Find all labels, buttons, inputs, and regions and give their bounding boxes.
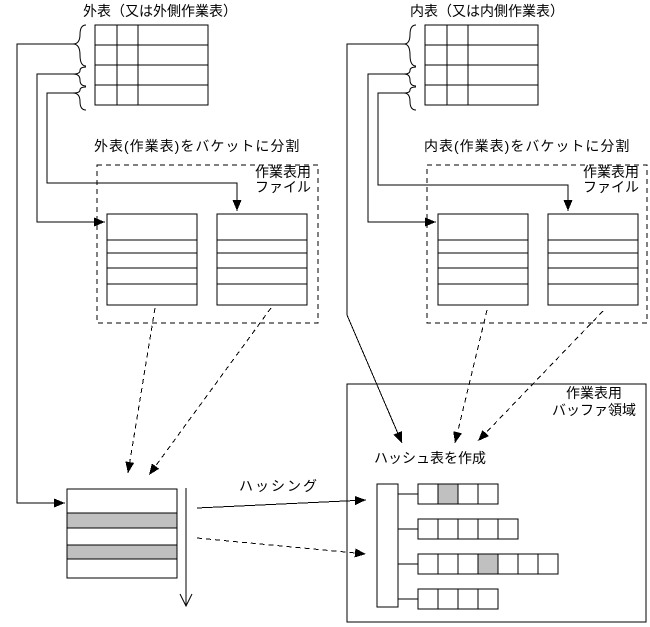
outer-bucket1-to-staging-arrow (16, 43, 73, 508)
inner-bucket2-to-file-arrow (367, 73, 436, 227)
staging-to-hash-dashed-arrow (196, 537, 367, 558)
outer-workfile-label-line2: ファイル (255, 179, 311, 195)
outer-table-braces (72, 24, 87, 111)
buffer-area-box (346, 383, 647, 623)
hash-create-label: ハッシュ表を作成 (374, 450, 486, 466)
hash-table (376, 483, 559, 610)
bucket-file-tables (106, 213, 639, 306)
inner-workfile-box (426, 164, 648, 324)
dashed-flows (125, 307, 604, 558)
outer-bucket3-to-file-arrow (46, 92, 242, 211)
staging-bucket-table (66, 488, 178, 579)
outer-workfile-label-line1: 作業表用 (255, 164, 311, 180)
outer-workfile-label: 作業表用 ファイル (238, 165, 311, 195)
buffer-area-label-line1: 作業表用 (566, 385, 622, 401)
inner-workfile-label-line2: ファイル (583, 179, 639, 195)
inner-table-braces (403, 24, 417, 111)
outer-table-title: 外表（又は外側作業表） (83, 3, 237, 19)
inner-bucket-routes (346, 43, 573, 444)
outer-split-label: 外表(作業表)をバケットに分割 (94, 138, 301, 154)
hashing-label: ハッシング (239, 478, 319, 494)
outer-file1-to-staging-dashed-arrow (125, 307, 156, 474)
hashing-arrow (196, 496, 367, 509)
inner-bucket1-to-buffer-arrow (346, 43, 404, 444)
inner-bucket3-to-file-arrow (377, 92, 573, 211)
inner-file1-to-buffer-dashed-arrow (453, 309, 488, 444)
inner-split-label: 内表(作業表)をバケットに分割 (424, 138, 631, 154)
outer-file2-to-staging-dashed-arrow (148, 307, 272, 476)
staging-scan-arrow (179, 488, 193, 608)
buffer-area-label: 作業表用 バッファ領域 (548, 385, 640, 419)
outer-bucket2-to-file-arrow (36, 73, 105, 227)
source-tables (94, 24, 539, 106)
outer-workfile-box (96, 164, 319, 324)
inner-workfile-label-line1: 作業表用 (583, 164, 639, 180)
inner-file2-to-buffer-dashed-arrow (477, 310, 604, 442)
inner-table-title: 内表（又は内側作業表） (410, 3, 564, 19)
inner-workfile-label: 作業表用 ファイル (566, 165, 639, 195)
buffer-area-label-line2: バッファ領域 (552, 402, 636, 418)
outer-bucket-routes (16, 43, 242, 508)
